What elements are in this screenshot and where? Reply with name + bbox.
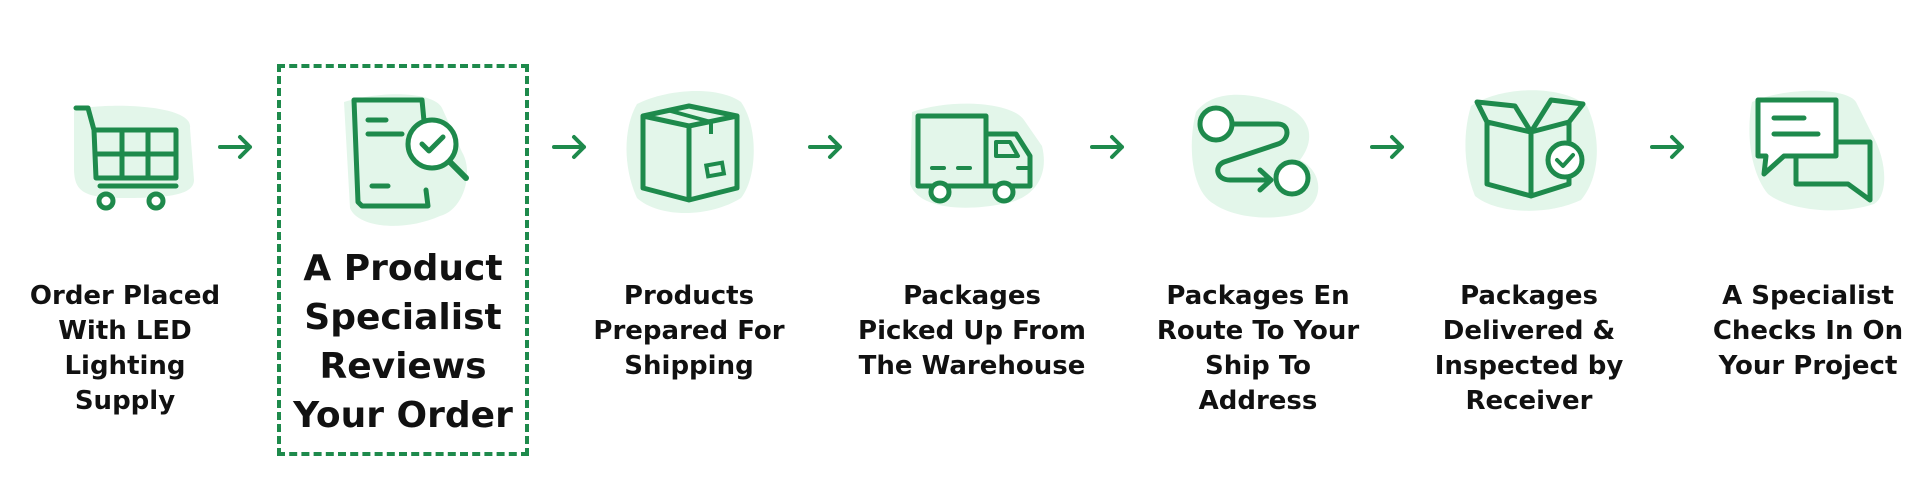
step-label-order-placed: Order Placed With LED Lighting Supply <box>29 281 221 416</box>
highlight-box <box>277 64 529 456</box>
step-label-picked-up: Packages Picked Up From The Warehouse <box>858 281 1086 381</box>
arrow-right-icon <box>1088 132 1128 162</box>
arrow-right-icon <box>1368 132 1408 162</box>
arrow-right-icon <box>550 132 590 162</box>
route-icon <box>1174 72 1334 232</box>
delivery-truck-icon <box>892 68 1052 228</box>
open-box-check-icon <box>1451 66 1611 226</box>
shopping-cart-icon <box>44 68 204 228</box>
step-label-specialist-reviews: A Product Specialist Reviews Your Order <box>293 248 513 436</box>
step-label-products-prepared: Products Prepared For Shipping <box>593 281 785 381</box>
document-review-icon <box>324 82 484 242</box>
step-label-specialist-checks-in: A Specialist Checks In On Your Project <box>1712 281 1904 381</box>
step-label-en-route: Packages En Route To Your Ship To Addres… <box>1156 281 1360 416</box>
arrow-right-icon <box>216 132 256 162</box>
arrow-right-icon <box>1648 132 1688 162</box>
step-label-delivered-inspected: Packages Delivered & Inspected by Receiv… <box>1434 281 1624 416</box>
chat-bubbles-icon <box>1738 72 1898 232</box>
arrow-right-icon <box>806 132 846 162</box>
package-box-icon <box>609 68 769 228</box>
